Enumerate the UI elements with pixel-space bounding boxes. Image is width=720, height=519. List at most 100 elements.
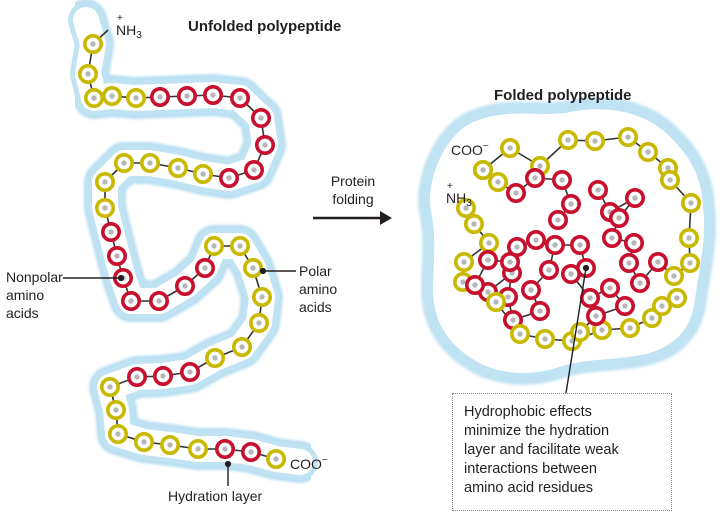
- polar-residue-folded: [659, 170, 680, 191]
- nonpolar-residue-unfolded: [175, 275, 196, 296]
- nonpolar-residue-folded: [623, 233, 644, 254]
- polar-residue-unfolded: [126, 88, 147, 109]
- nonpolar-residue-unfolded: [101, 222, 122, 243]
- unfolded-n-terminus: +NH3: [116, 13, 142, 41]
- nonpolar-residue-folded: [529, 300, 550, 321]
- polar-residue-folded: [463, 214, 484, 235]
- nonpolar-residue-folded: [624, 188, 645, 209]
- nonpolar-residue-unfolded: [215, 438, 236, 459]
- polar-residue-folded: [679, 253, 700, 274]
- unfolded-n-terminus-base: NH: [116, 22, 137, 38]
- polar-residue-folded: [455, 198, 476, 219]
- nonpolar-residue-unfolded: [177, 86, 198, 107]
- nonpolar-residue-folded: [524, 168, 545, 189]
- polar-residue-unfolded: [114, 153, 135, 174]
- nonpolar-residue-folded: [551, 170, 572, 191]
- unfolded-backbone-line: [87, 29, 277, 460]
- folded-title: Folded polypeptide: [494, 87, 632, 104]
- folded-n-terminus-base: NH: [446, 190, 467, 206]
- polar-residue-unfolded: [140, 153, 161, 174]
- nonpolar-residue-folded: [560, 263, 581, 284]
- polar-residue-folded: [663, 265, 684, 286]
- polar-residue-unfolded: [100, 376, 121, 397]
- nonpolar-residue-unfolded: [107, 246, 128, 267]
- polar-residue-folded: [487, 172, 508, 193]
- polar-residue-unfolded: [232, 336, 253, 357]
- polar-residue-folded: [509, 323, 530, 344]
- polar-residue-unfolded: [204, 236, 225, 257]
- nonpolar-residue-folded: [464, 274, 485, 295]
- nonpolar-residue-unfolded: [251, 108, 272, 129]
- nonpolar-residue-folded: [520, 279, 541, 300]
- nonpolar-residue-unfolded: [219, 168, 240, 189]
- nonpolar-residue-unfolded: [244, 160, 265, 181]
- nonpolar-residue-folded: [601, 228, 622, 249]
- polar-residue-unfolded: [106, 399, 127, 420]
- nonpolar-residue-folded: [538, 259, 559, 280]
- polar-residue-unfolded: [134, 431, 155, 452]
- nonpolar-residue-unfolded: [150, 87, 171, 108]
- polar-residue-unfolded: [193, 164, 214, 185]
- folded-c-terminus-base: COO: [451, 142, 483, 158]
- arrow-label: Protein folding: [330, 173, 376, 207]
- nonpolar-residue-folded: [506, 237, 527, 258]
- nonpolar-residue-unfolded: [230, 88, 251, 109]
- polar-residue-unfolded: [160, 434, 181, 455]
- nonpolar-residue-unfolded: [153, 365, 174, 386]
- folded-n-terminus-charge: +: [447, 181, 453, 192]
- folded-residues: [452, 127, 701, 351]
- polar-residue-unfolded: [205, 347, 226, 368]
- unfolded-residues: [78, 33, 286, 469]
- polar-residue-folded: [619, 317, 640, 338]
- nonpolar-residue-folded: [499, 252, 520, 273]
- polar-residue-unfolded: [252, 286, 273, 307]
- polar-residue-folded: [534, 328, 555, 349]
- polar-residue-unfolded: [230, 236, 251, 257]
- unfolded-hydration-layer: [65, 0, 321, 483]
- polar-residue-folded: [680, 193, 701, 214]
- polar-residue-unfolded: [249, 312, 270, 333]
- polar-residue-folded: [584, 131, 605, 152]
- nonpolar-residue-folded: [579, 287, 600, 308]
- polar-leader-dot: [259, 267, 267, 275]
- hydrophobic-note: Hydrophobic effects minimize the hydrati…: [464, 404, 619, 496]
- nonpolar-residue-unfolded: [127, 366, 148, 387]
- polar-residue-unfolded: [168, 158, 189, 179]
- nonpolar-residue-folded: [585, 305, 606, 326]
- nonpolar-residue-folded: [547, 210, 568, 231]
- folded-c-terminus: COO−: [451, 141, 489, 158]
- nonpolar-residue-unfolded: [149, 290, 170, 311]
- polar-residue-unfolded: [243, 257, 264, 278]
- unfolded-c-terminus-base: COO: [290, 456, 322, 472]
- nonpolar-label: Nonpolar amino acids: [6, 269, 63, 321]
- unfolded-n-terminus-charge: +: [117, 13, 123, 24]
- polar-residue-folded: [485, 291, 506, 312]
- unfolded-c-terminus: COO−: [290, 455, 328, 472]
- polar-residue-folded: [637, 142, 658, 163]
- unfolded-n-terminus-sub: 3: [136, 30, 142, 41]
- nonpolar-residue-folded: [505, 183, 526, 204]
- nonpolar-residue-unfolded: [195, 257, 216, 278]
- nonpolar-residue-unfolded: [121, 290, 142, 311]
- nonpolar-residue-folded: [618, 253, 639, 274]
- nonpolar-residue-unfolded: [254, 135, 275, 156]
- nonpolar-residue-folded: [629, 272, 650, 293]
- unfolded-c-terminus-charge: −: [321, 455, 328, 466]
- polar-residue-unfolded: [84, 88, 105, 109]
- folded-n-terminus: +NH3: [446, 181, 472, 209]
- nonpolar-residue-unfolded: [203, 85, 224, 106]
- polar-residue-unfolded: [95, 172, 116, 193]
- nonpolar-residue-folded: [614, 295, 635, 316]
- polar-residue-unfolded: [102, 86, 123, 107]
- unfolded-hydration-inner: [73, 7, 313, 475]
- hydration-label: Hydration layer: [168, 488, 263, 504]
- hydration-leader-dot: [224, 460, 232, 468]
- polar-residue-unfolded: [78, 64, 99, 85]
- folded-c-terminus-charge: −: [482, 141, 489, 152]
- polar-residue-unfolded: [95, 198, 116, 219]
- polar-residue-folded: [666, 287, 687, 308]
- nonpolar-residue-folded: [569, 235, 590, 256]
- hydrophobic-callout-box: [452, 393, 672, 511]
- polar-residue-folded: [617, 127, 638, 148]
- nonpolar-residue-folded: [587, 180, 608, 201]
